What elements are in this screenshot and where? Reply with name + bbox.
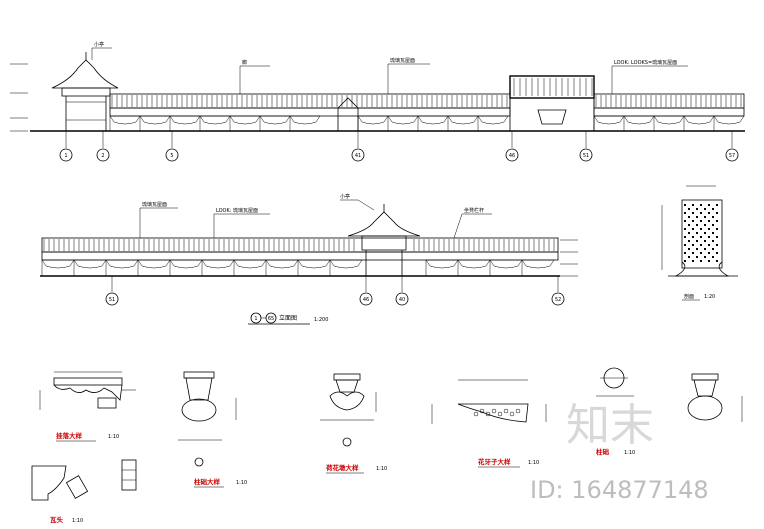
corridor-arches-2 bbox=[41, 259, 555, 276]
callout-1-1: 小亭 bbox=[94, 41, 104, 48]
detail-title-6: 瓦头 bbox=[50, 515, 64, 524]
callouts-1: 小亭 廊 琉璃瓦屋面 LOOK: LOOKS=琉璃瓦屋面 bbox=[91, 41, 688, 94]
svg-text:46: 46 bbox=[363, 297, 369, 303]
level-marks-right bbox=[560, 239, 578, 277]
svg-text:1:10: 1:10 bbox=[108, 434, 119, 440]
axis-bubble: 41 bbox=[351, 131, 365, 162]
callout-2-2: LOOK: 琉璃瓦屋面 bbox=[216, 207, 258, 214]
svg-text:41: 41 bbox=[355, 153, 361, 159]
column-section: 剖面 1:20 bbox=[661, 185, 738, 301]
axis-bubble: 5 bbox=[165, 131, 179, 162]
svg-text:2: 2 bbox=[101, 153, 104, 159]
axis-row-1: 1 2 5 41 46 51 57 bbox=[59, 131, 739, 162]
axis-bubble: 51 bbox=[579, 131, 593, 162]
elevation-title: 1 65 立面图 1:200 bbox=[248, 312, 328, 325]
detail-shelf bbox=[121, 459, 137, 491]
svg-text:1:10: 1:10 bbox=[72, 518, 83, 524]
detail-title-1: 挂落大样 bbox=[56, 431, 83, 440]
svg-text:51: 51 bbox=[583, 153, 589, 159]
callout-2-1: 琉璃瓦屋面 bbox=[142, 201, 167, 208]
pavilion-left bbox=[51, 52, 119, 131]
level-marks-left bbox=[10, 63, 28, 132]
axis-row-2: 51 46 40 52 bbox=[105, 276, 565, 306]
detail-column-base-round: 柱础 1:10 bbox=[596, 367, 743, 456]
axis-bubble: 1 bbox=[59, 131, 73, 162]
callout-2-3: 小亭 bbox=[340, 193, 350, 200]
svg-text:65: 65 bbox=[268, 316, 274, 322]
detail-bracket: 花牙子大样 1:10 bbox=[431, 379, 547, 468]
svg-text:1:10: 1:10 bbox=[624, 450, 635, 456]
detail-lotus-pier: 荷花墩大样 1:10 bbox=[320, 373, 387, 474]
detail-title-4: 花牙子大样 bbox=[478, 457, 511, 466]
svg-text:57: 57 bbox=[729, 153, 735, 159]
axis-bubble: 2 bbox=[96, 131, 110, 162]
axis-bubble: 57 bbox=[725, 131, 739, 162]
detail-tile-end: 瓦头 1:10 bbox=[31, 465, 89, 524]
svg-text:52: 52 bbox=[555, 297, 561, 303]
elevation-title-scale: 1:200 bbox=[314, 317, 328, 323]
watermark-brand: 知末 bbox=[566, 400, 654, 451]
watermark-id: ID: 164877148 bbox=[530, 476, 709, 504]
watermark: 知末 ID: 164877148 bbox=[530, 400, 709, 504]
section-body bbox=[681, 199, 723, 269]
callout-1-2: 廊 bbox=[242, 59, 247, 66]
axis-bubble: 51 bbox=[105, 276, 119, 306]
svg-text:1: 1 bbox=[64, 153, 67, 159]
svg-text:1:10: 1:10 bbox=[528, 460, 539, 466]
elevation-1: 小亭 廊 琉璃瓦屋面 LOOK: LOOKS=琉璃瓦屋面 1 2 5 41 46… bbox=[10, 41, 745, 162]
elevation-title-text: 立面图 bbox=[279, 314, 297, 322]
svg-text:1:10: 1:10 bbox=[236, 480, 247, 486]
callout-1-3: 琉璃瓦屋面 bbox=[390, 57, 415, 64]
axis-bubble: 52 bbox=[551, 276, 565, 306]
axis-bubble: 46 bbox=[505, 131, 519, 162]
svg-text:51: 51 bbox=[109, 297, 115, 303]
svg-text:40: 40 bbox=[399, 297, 405, 303]
section-scale: 1:20 bbox=[704, 294, 715, 300]
axis-bubble: 40 bbox=[395, 276, 409, 306]
detail-title-2: 柱础大样 bbox=[194, 477, 221, 486]
elevation-2: 琉璃瓦屋面 LOOK: 琉璃瓦屋面 小亭 坐凳栏杆 51 46 40 52 1 … bbox=[40, 193, 578, 325]
gate-building bbox=[509, 75, 595, 132]
detail-hanging-fascia: 挂落大样 1:10 bbox=[39, 371, 136, 442]
detail-title-5: 柱础 bbox=[596, 447, 610, 456]
callout-2-4: 坐凳栏杆 bbox=[464, 207, 484, 214]
corridor-arches-1 bbox=[109, 115, 745, 131]
callouts-2: 琉璃瓦屋面 LOOK: 琉璃瓦屋面 小亭 坐凳栏杆 bbox=[139, 193, 492, 239]
svg-text:5: 5 bbox=[170, 153, 173, 159]
svg-text:46: 46 bbox=[509, 153, 515, 159]
detail-title-3: 荷花墩大样 bbox=[325, 463, 359, 472]
svg-text:1:10: 1:10 bbox=[376, 466, 387, 472]
pavilion-center bbox=[347, 204, 421, 276]
small-gate-ornament bbox=[337, 97, 359, 109]
callout-1-4: LOOK: LOOKS=琉璃瓦屋面 bbox=[614, 59, 677, 66]
axis-bubble: 46 bbox=[359, 276, 373, 306]
corridor-roof-1 bbox=[109, 93, 745, 117]
detail-column-base: 柱础大样 1:10 bbox=[178, 371, 247, 488]
section-title: 剖面 bbox=[684, 293, 694, 300]
svg-text:1: 1 bbox=[254, 316, 257, 322]
